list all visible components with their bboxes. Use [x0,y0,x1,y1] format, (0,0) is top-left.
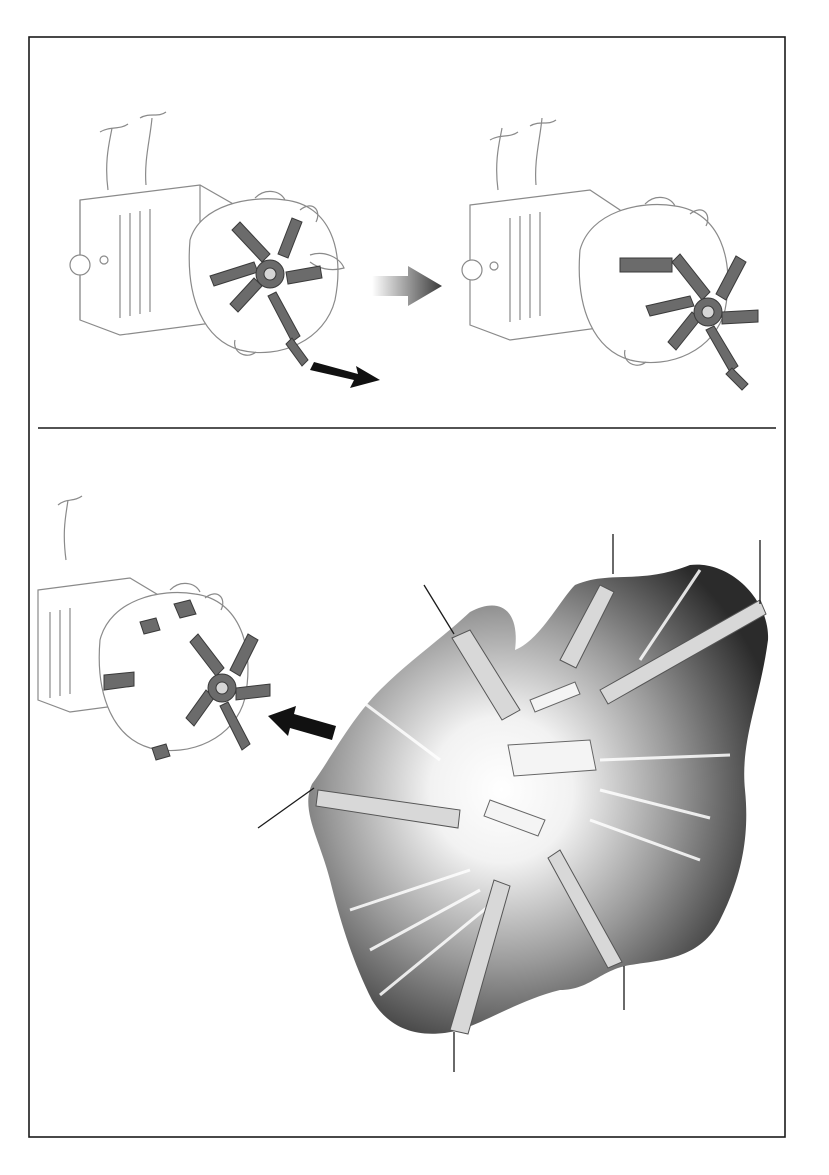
detail-brush-slots [315,584,767,1035]
brush-holder-part-2 [619,253,759,391]
brush-holder-part-1 [209,217,323,367]
motor-illustration-1 [69,111,345,356]
push-direction-arrow-icon [268,706,336,740]
detail-light-rays [349,569,731,997]
gradient-arrow-icon [372,266,442,306]
page-frame [28,36,786,1138]
detail-region [308,564,769,1034]
callout-lines [257,534,761,1072]
brush-holder-part-3 [103,599,271,761]
detail-connectors [483,681,597,837]
pull-direction-arrow-icon [310,362,380,388]
